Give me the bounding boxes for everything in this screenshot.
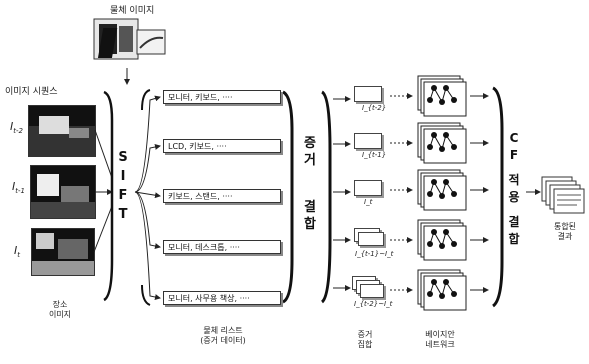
cf-char-6: 합: [505, 231, 523, 248]
bayesian-network-1: [416, 74, 470, 118]
evidence-box-3: [354, 180, 382, 196]
bayesian-network-5: [416, 268, 470, 312]
evidence-box-1: [354, 86, 382, 102]
evidence-box-2: [354, 133, 382, 149]
evidence-label-2: I_{t-1}: [362, 151, 386, 159]
object-list-1: 모니터, 키보드, ····: [163, 90, 281, 104]
evidence-label-3: I_t: [364, 198, 372, 206]
object-list-5: 모니터, 사무용 책상, ····: [163, 291, 281, 305]
object-list-3: 키보드, 스탠드, ····: [163, 189, 281, 203]
evidence-combine-char-3: 결: [302, 199, 318, 216]
cf-char-5: 결: [505, 214, 523, 231]
result-caption-line2: 결과: [545, 232, 585, 242]
object-list-4: 모니터, 데스크톱, ····: [163, 240, 281, 254]
object-list-2: LCD, 키보드, ····: [163, 139, 281, 153]
bayesian-network-4: [416, 218, 470, 262]
evidence-label-1: I_{t-2}: [362, 104, 386, 112]
bayesian-network-2: [416, 121, 470, 165]
bayesian-caption: 베이지안 네트워크: [415, 330, 465, 350]
bayesian-caption-line1: 베이지안: [415, 330, 465, 340]
evidence-box-4b: [358, 232, 384, 246]
evidence-box-5c: [360, 284, 384, 298]
evidence-label-5: I_{t-2}~I_t: [354, 300, 392, 308]
evidence-caption: 증거 집합: [345, 330, 385, 350]
result-caption-line1: 통합된: [545, 222, 585, 232]
evidence-combine-char-4: 합: [302, 216, 318, 233]
object-list-caption: 물체 리스트 (증거 데이터): [183, 326, 263, 346]
cf-char-3: 적: [505, 172, 523, 189]
evidence-combine-char-2: 거: [302, 152, 318, 169]
cf-combine-label: C F 적 용 결 합: [505, 130, 523, 248]
cf-char-c: C: [505, 130, 523, 147]
cf-char-f: F: [505, 147, 523, 164]
cf-char-4: 용: [505, 189, 523, 206]
evidence-caption-line2: 집합: [345, 340, 385, 350]
object-list-caption-line2: (증거 데이터): [183, 336, 263, 346]
object-list-caption-line1: 물체 리스트: [183, 326, 263, 336]
bayesian-network-3: [416, 168, 470, 212]
evidence-combine-char-1: 증: [302, 135, 318, 152]
evidence-caption-line1: 증거: [345, 330, 385, 340]
bayesian-caption-line2: 네트워크: [415, 340, 465, 350]
evidence-label-4: I_{t-1}~I_t: [355, 250, 393, 258]
result-caption: 통합된 결과: [545, 222, 585, 242]
evidence-combine-label: 증 거 결 합: [302, 135, 318, 233]
integrated-result-stack: [541, 175, 587, 219]
